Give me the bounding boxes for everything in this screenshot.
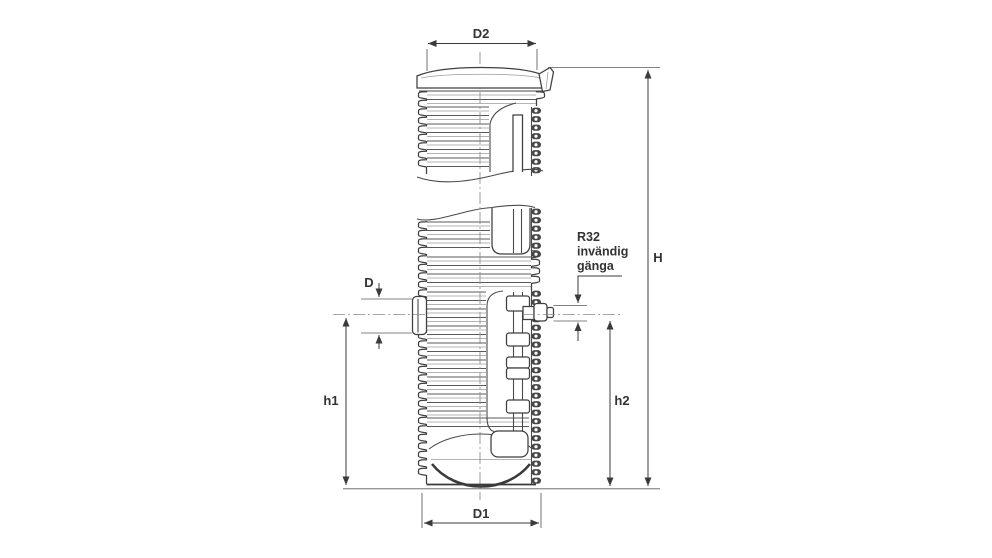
section-tooth-hole <box>534 227 538 231</box>
tank-bottom <box>426 430 536 488</box>
section-tooth-hole <box>534 235 538 239</box>
lid-latch-line <box>545 71 549 90</box>
section-tooth-hole <box>534 462 538 466</box>
section-tooth-hole <box>534 436 538 440</box>
section-tooth-hole <box>534 218 538 222</box>
thread-note-line1: R32 <box>577 230 600 244</box>
outlet-connector <box>522 305 535 321</box>
dim-label-d2: D2 <box>473 26 490 41</box>
lid <box>416 66 555 93</box>
outlet-thread-tip <box>546 306 555 319</box>
dimension-h1: h1 <box>323 318 350 485</box>
bottom-dome-arc <box>430 463 532 488</box>
thread-note-line3: gänga <box>577 259 615 273</box>
thread-annotation: R32 invändig gänga <box>574 230 628 341</box>
section-tooth-hole <box>534 160 538 164</box>
section-tooth-hole <box>534 151 538 155</box>
lid-outline <box>416 66 546 89</box>
section-tooth-hole <box>534 326 538 330</box>
sump-box <box>490 430 529 458</box>
shaft-break <box>416 168 544 221</box>
pipe-coupling <box>505 356 531 369</box>
middle-cutaway <box>486 290 587 433</box>
riser-pipe-upper <box>512 114 524 172</box>
lid-latch <box>538 66 555 93</box>
section-tooth-hole <box>534 394 538 398</box>
dimension-h2: h2 <box>606 321 630 486</box>
section-tooth-hole <box>534 479 538 483</box>
cutaway-boundary-middle <box>486 290 504 433</box>
section-tooth-hole <box>534 445 538 449</box>
dim-label-d: D <box>364 275 373 290</box>
dimension-d: D <box>361 275 412 349</box>
dimension-d1: D1 <box>421 493 542 528</box>
tank-body <box>411 52 587 500</box>
pipe-coupling <box>505 332 531 347</box>
inlet-socket <box>411 295 428 336</box>
cutaway-boundary-upper <box>489 102 517 172</box>
dimension-d2: D2 <box>426 26 538 71</box>
section-tooth-hole <box>534 117 538 121</box>
dimension-h: H <box>548 67 663 486</box>
thread-note-line2: invändig <box>577 245 628 259</box>
corrugation-edge <box>535 91 546 106</box>
dim-label-h2: h2 <box>614 393 629 408</box>
section-tooth-hole <box>534 244 538 248</box>
section-tooth-hole <box>534 210 538 214</box>
section-tooth-hole <box>534 143 538 147</box>
section-tooth-hole <box>534 419 538 423</box>
section-tooth-hole <box>534 334 538 338</box>
bell-socket-outline <box>491 208 531 255</box>
section-tooth-hole <box>534 252 538 256</box>
section-tooth-hole <box>534 411 538 415</box>
pipe-coupling <box>505 367 531 380</box>
section-tooth-hole <box>534 343 538 347</box>
pipe-coupling <box>505 399 531 414</box>
corrugated-shaft <box>417 90 546 484</box>
section-tooth-hole <box>534 126 538 130</box>
section-tooth-hole <box>534 402 538 406</box>
break-wave-lower <box>416 204 536 221</box>
section-tooth-hole <box>534 109 538 113</box>
section-tooth-hole <box>534 453 538 457</box>
section-tooth-hole <box>534 360 538 364</box>
dim-label-h1: h1 <box>323 393 338 408</box>
section-tooth-hole <box>534 428 538 432</box>
inlet-socket-outline <box>411 295 428 336</box>
section-tooth-hole <box>534 368 538 372</box>
leader-arrow <box>574 275 622 303</box>
outlet-thread-nut <box>533 302 548 322</box>
break-wave-upper <box>416 168 544 183</box>
section-tooth-hole <box>534 351 538 355</box>
dim-label-d1: D1 <box>473 506 490 521</box>
section-tooth-hole <box>534 470 538 474</box>
section-tooth-hole <box>534 377 538 381</box>
dimensions: D2 D R32 invändig gänga h1 h2 <box>323 26 663 528</box>
section-tooth-hole <box>534 134 538 138</box>
lid-inner-line <box>420 73 542 79</box>
pipe-bell-socket <box>491 208 531 255</box>
upper-cutaway <box>489 102 524 172</box>
corrugation-edge <box>417 221 428 484</box>
dim-label-h: H <box>653 250 662 265</box>
section-tooth-hole <box>534 385 538 389</box>
section-tooth-hole <box>534 292 538 296</box>
corrugation-edge <box>417 91 428 174</box>
